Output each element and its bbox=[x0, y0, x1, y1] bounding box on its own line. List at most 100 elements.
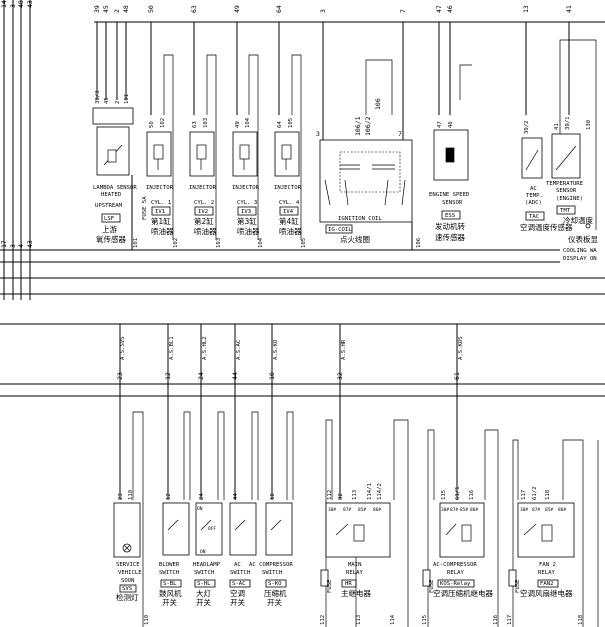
ess-cn-1: 发动机转 bbox=[435, 221, 465, 231]
inj2-pin-a: 63 bbox=[192, 121, 198, 128]
fan-pin-117: 117 bbox=[521, 490, 527, 500]
fan2-relay: 117 61/2 118 30# 87# 85# 86# FAN 2 RELAY… bbox=[507, 487, 584, 625]
bw-12-sig: A.S.BL1 bbox=[169, 336, 175, 360]
fan-p87: 87# bbox=[532, 507, 540, 513]
inj1-name: CYL. 1 bbox=[151, 200, 171, 206]
mr-p30: 30# bbox=[328, 507, 336, 513]
blower-cn-1: 鼓风机 bbox=[159, 588, 182, 598]
fan-fuse: FUSE bbox=[515, 579, 521, 593]
mr-p86: 86# bbox=[373, 507, 381, 513]
mr-pin-32: 32 bbox=[338, 493, 344, 500]
act-cn: 空调温度传感器 bbox=[520, 222, 573, 232]
lambda-cn-1: 上游 bbox=[102, 224, 117, 234]
headlamp-pin-off: OFF bbox=[208, 526, 216, 532]
wire-label-50: 50 bbox=[147, 5, 155, 13]
acr-p86: 86# bbox=[470, 507, 478, 513]
mr-pin-112: 112 bbox=[327, 490, 333, 500]
acr-code: KOS-Relay bbox=[440, 581, 471, 587]
act-name-2: TEMP. bbox=[526, 193, 543, 199]
wire-label-64: 64 bbox=[275, 5, 283, 13]
svs-pin-2: 110 bbox=[128, 490, 134, 500]
ac-temp-sensor: 39/2 AC TEMP. (ADC) TAC 空调温度传感器 bbox=[520, 121, 573, 232]
svs-name-2: VEHICLE bbox=[118, 570, 142, 576]
ess-pin-2: 46 bbox=[448, 121, 454, 128]
fan-p86: 86# bbox=[558, 507, 566, 513]
ess-pin-1: 47 bbox=[437, 121, 443, 128]
compsw-name-1: AC COMPRESSOR bbox=[249, 562, 293, 568]
tmt-ext-2: COOLING WA bbox=[563, 248, 597, 254]
fuse-5a-label: FUSE 5A bbox=[142, 196, 148, 220]
inj1-cn-1: 第1缸 bbox=[151, 216, 171, 226]
headlamp-code: S-HL bbox=[197, 581, 211, 587]
main-relay: 112 32 113 114/1 114/2 30# 87# 85# 86# M… bbox=[320, 483, 396, 627]
svs-code: SVS bbox=[122, 586, 132, 592]
compsw-pin: 10 bbox=[270, 493, 276, 500]
inj2-pin-b: 103 bbox=[203, 118, 209, 128]
inj1-pin-b: 102 bbox=[160, 118, 166, 128]
inj1-code: IV1 bbox=[155, 209, 165, 215]
headlamp-cn-2: 开关 bbox=[196, 597, 211, 607]
inj1-bottom: 102 bbox=[173, 238, 179, 248]
mr-pin-114-2: 114/2 bbox=[377, 483, 383, 500]
inj1-type: INJECTOR bbox=[146, 185, 174, 191]
ac-compressor-switch: 10 AC COMPRESSOR SWITCH S-KO 压缩机 开关 bbox=[249, 493, 293, 607]
fan-pin-118: 118 bbox=[545, 489, 551, 500]
tmt-pin-1: 41 bbox=[554, 123, 560, 130]
lambda-code: LSF bbox=[104, 216, 115, 222]
inj4-cn-1: 第4缸 bbox=[279, 216, 299, 226]
inj3-cn-2: 喷油器 bbox=[237, 226, 260, 236]
ac-switch: 44 AC SWITCH S-AC 空调 开关 bbox=[229, 493, 257, 607]
svs-name-3: SOON bbox=[121, 578, 134, 584]
injector-cyl1: 50 102 INJECTOR CYL. 1 IV1 第1缸 喷油器 102 bbox=[146, 118, 179, 248]
bottom-bus bbox=[0, 323, 605, 397]
mr-p87: 87# bbox=[343, 507, 351, 513]
ign-pin-106-2: 106/2 bbox=[364, 116, 372, 136]
inj2-cn-1: 第2缸 bbox=[194, 216, 214, 226]
wire-label-63: 63 bbox=[190, 5, 198, 13]
left-bus bbox=[3, 0, 31, 300]
acsw-code: S-AC bbox=[232, 581, 245, 587]
service-vehicle-soon: 23 110 SERVICE VEHICLE SOON SVS 检测灯 110 bbox=[113, 490, 150, 625]
headlamp-cn-1: 大灯 bbox=[196, 588, 211, 598]
wire-label-13: 13 bbox=[522, 5, 530, 13]
inj3-code: IV3 bbox=[241, 209, 251, 215]
tmt-name-2: SENSOR bbox=[556, 188, 577, 194]
injector-cyl3: 49 104 INJECTOR CYL. 3 IV3 第3缸 喷油器 104 bbox=[232, 117, 264, 248]
blower-name-1: BLOWER bbox=[159, 562, 180, 568]
inj2-name: CYL. 2 bbox=[194, 200, 214, 206]
bw-32-sig: A.S.HR bbox=[341, 339, 347, 360]
blower-code: S-BL bbox=[163, 581, 177, 587]
svs-cn: 检测灯 bbox=[116, 592, 139, 602]
inj1-pin-a: 50 bbox=[149, 121, 155, 128]
ess-name-2: SENSOR bbox=[442, 200, 463, 206]
acr-bottom-116: 116 bbox=[493, 615, 499, 625]
mr-bottom-114: 114 bbox=[390, 614, 396, 625]
tmt-ext-3: DISPLAY ON bbox=[563, 256, 597, 262]
ac-compressor-relay: 115 61/1 116 30# 87# 85# 86# AC-COMPRESS… bbox=[422, 487, 499, 625]
temperature-sensor: 41 39/1 130 TEMPERATURE SENSOR (ENGINE) … bbox=[546, 117, 598, 262]
ign-code: IG-COIL bbox=[328, 227, 352, 233]
wire-label-48: 48 bbox=[122, 5, 130, 13]
headlamp-pin: 24 bbox=[199, 493, 205, 500]
ign-pin-106-1: 106/1 bbox=[354, 116, 362, 136]
wire-label-2: 2 bbox=[113, 9, 121, 13]
mid-wire-17: 17 bbox=[0, 240, 8, 248]
inj4-name: CYL. 4 bbox=[279, 200, 300, 206]
injector-cyl4: 64 105 INJECTOR CYL. 4 IV4 第4缸 喷油器 105 bbox=[274, 118, 307, 248]
lambda-pin-3: 2 bbox=[115, 101, 121, 104]
fan-p30: 30# bbox=[520, 507, 528, 513]
svs-bottom: 110 bbox=[144, 615, 150, 625]
blower-pin: 12 bbox=[166, 493, 172, 500]
ign-pin-3: 3 bbox=[316, 130, 320, 138]
inj3-pin-a: 49 bbox=[235, 121, 241, 128]
mid-wire-3: 3 bbox=[9, 244, 17, 248]
wire-label-7: 7 bbox=[399, 9, 407, 13]
bw-44-sig: A.S.AC bbox=[236, 340, 242, 360]
inj3-pin-b: 104 bbox=[245, 117, 251, 128]
svs-name-1: SERVICE bbox=[116, 562, 140, 568]
inj3-cn-1: 第3缸 bbox=[237, 216, 257, 226]
headlamp-name-1: HEADLAMP bbox=[193, 562, 221, 568]
mr-pin-114-1: 114/1 bbox=[367, 483, 373, 500]
acr-name-2: RELAY bbox=[447, 570, 464, 576]
